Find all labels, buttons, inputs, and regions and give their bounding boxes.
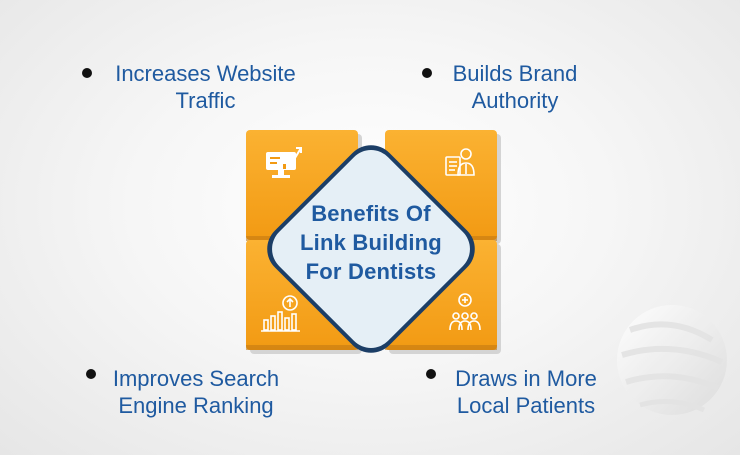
benefit-line-1: Increases Website: [115, 61, 296, 86]
center-title-line-2: Link Building: [300, 230, 442, 255]
center-title: Benefits Of Link Building For Dentists: [266, 199, 476, 286]
bullet-dot: [426, 369, 436, 379]
globe-watermark-icon: [617, 305, 727, 415]
benefit-local-patients: Draws in More Local Patients: [426, 365, 612, 419]
benefit-brand-authority: Builds Brand Authority: [422, 60, 590, 114]
center-title-line-1: Benefits Of: [311, 201, 431, 226]
benefit-line-1: Draws in More: [455, 366, 597, 391]
benefit-increases-traffic: Increases Website Traffic: [82, 60, 313, 114]
bullet-dot: [86, 369, 96, 379]
patients-group-icon: [449, 293, 481, 331]
center-title-line-3: For Dentists: [305, 259, 437, 284]
benefit-line-2: Engine Ranking: [118, 393, 274, 418]
doctor-certificate-icon: [445, 148, 475, 176]
benefit-line-2: Authority: [471, 88, 559, 113]
benefit-line-2: Local Patients: [456, 393, 596, 418]
benefit-line-1: Improves Search: [112, 366, 280, 391]
benefit-line-1: Builds Brand: [452, 61, 578, 86]
benefit-line-2: Traffic: [175, 88, 236, 113]
monitor-growth-icon: [266, 147, 302, 178]
bullet-dot: [422, 68, 432, 78]
rank-up-chart-icon: [261, 295, 300, 332]
center-diamond: [267, 145, 475, 353]
benefit-search-ranking: Improves Search Engine Ranking: [86, 365, 292, 419]
bullet-dot: [82, 68, 92, 78]
